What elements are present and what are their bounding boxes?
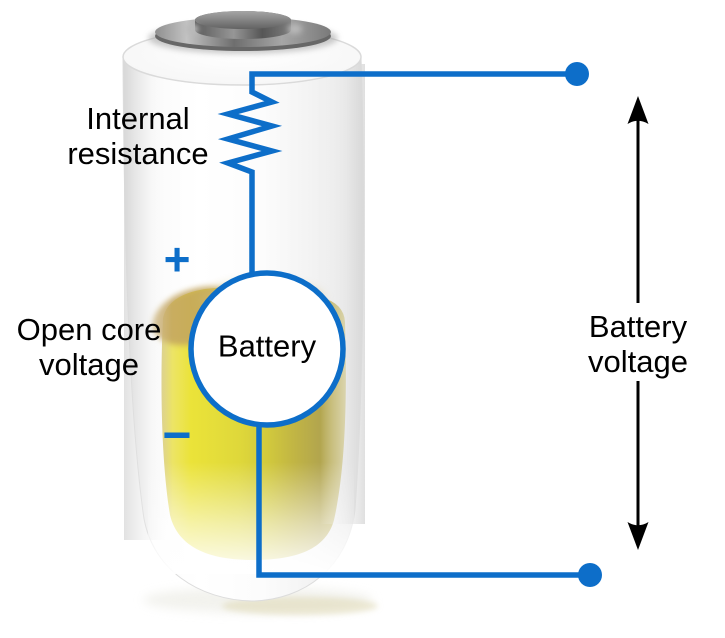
arrowhead-down-icon (627, 522, 649, 550)
cap-tab-right (288, 24, 302, 34)
terminal-dot-top (565, 62, 589, 86)
battery-voltage-line2: voltage (588, 344, 688, 379)
circuit-overlay (188, 62, 602, 587)
cap-tab-left (185, 24, 199, 34)
battery-illustration (122, 11, 378, 615)
internal-resistance-label: Internal resistance (67, 101, 208, 171)
battery-source-label: Battery (217, 328, 317, 364)
internal-resistance-line2: resistance (67, 136, 209, 171)
core-bottom-fade (148, 462, 354, 574)
internal-resistance-line1: Internal (86, 101, 190, 136)
casing-gloss-right (320, 64, 365, 524)
plus-sign-icon: + (163, 233, 191, 286)
open-core-voltage-line1: Open core (16, 312, 162, 347)
wire-bottom (256, 420, 590, 578)
terminal-dot-bottom (578, 563, 602, 587)
minus-sign-icon: − (162, 407, 192, 463)
open-core-voltage-line2: voltage (39, 347, 139, 382)
wire-top-and-resistor (217, 71, 577, 282)
battery-voltage-label: Battery voltage (588, 309, 688, 379)
battery-voltage-arrow (627, 96, 649, 550)
casing-gloss-left (124, 64, 172, 540)
open-core-voltage-label: Open core voltage (17, 312, 162, 382)
battery-voltage-line1: Battery (588, 309, 688, 344)
battery-source-circle (188, 270, 346, 428)
cap-terminal-top (195, 11, 291, 29)
arrowhead-up-icon (627, 96, 649, 124)
battery-ground-shadow-warm (222, 597, 378, 615)
